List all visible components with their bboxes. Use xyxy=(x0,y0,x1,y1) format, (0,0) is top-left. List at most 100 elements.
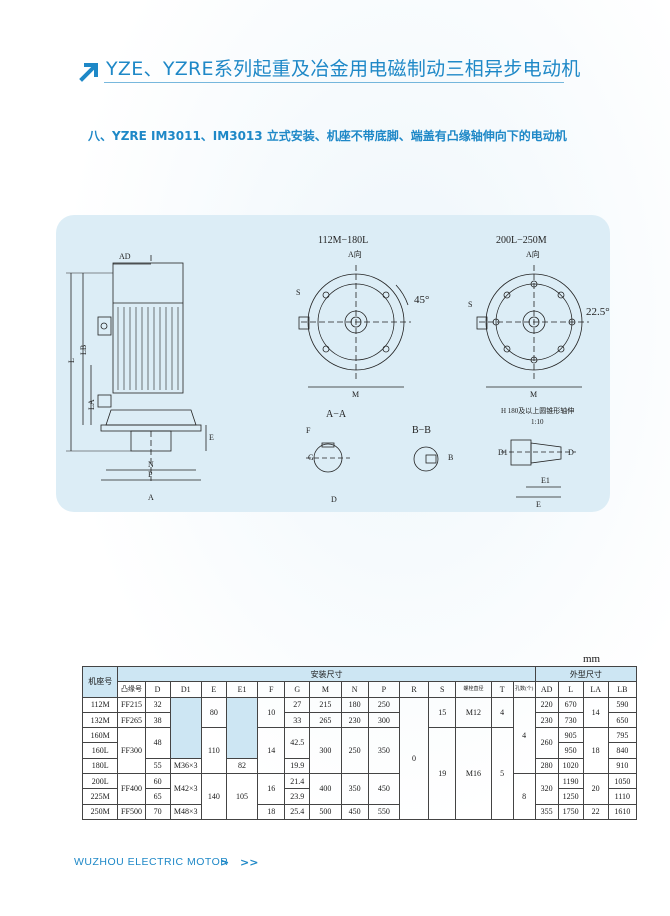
table-row: 160M FF300 48 110 14 42.5 300 250 350 19… xyxy=(81,727,638,820)
taper-ratio: 1:10 xyxy=(531,418,544,426)
table-cell: 110 xyxy=(200,727,227,775)
col-E1: E1 xyxy=(225,681,259,698)
range-label-2: 200L−250M xyxy=(496,235,547,246)
table-cell: FF500 xyxy=(117,803,146,820)
table-cell: 132M xyxy=(81,711,119,729)
col-D: D xyxy=(144,681,171,698)
angle-45: 45° xyxy=(414,294,429,306)
table-cell: 650 xyxy=(607,711,638,729)
table-cell: 220 xyxy=(534,696,559,713)
table-cell: 670 xyxy=(557,696,584,713)
col-G: G xyxy=(284,681,311,698)
angle-22-5: 22.5° xyxy=(586,306,610,318)
table-cell: 400 xyxy=(309,773,342,805)
table-cell: 300 xyxy=(367,711,400,729)
table-cell: M12 xyxy=(455,696,492,729)
dim-A: A xyxy=(148,493,154,502)
dim-M-1: M xyxy=(352,390,359,399)
table-cell: 950 xyxy=(557,742,584,759)
table-cell: 4 xyxy=(512,696,536,775)
table-cell: M42×3 xyxy=(169,773,202,805)
unit-label: mm xyxy=(583,653,601,665)
table-cell: 14 xyxy=(582,696,609,729)
table-cell: 230 xyxy=(340,711,369,729)
table-cell: FF300 xyxy=(117,727,146,775)
col-N: N xyxy=(340,681,369,698)
col-install: 安装尺寸 xyxy=(117,665,536,683)
chevron-right-icon: > xyxy=(220,856,230,869)
col-frame: 机座号 xyxy=(81,666,119,698)
table-cell: 910 xyxy=(607,757,638,775)
table-row: 132M FF265 38 33 265 230 300 230 730 650 xyxy=(81,711,638,729)
table-cell: M36×3 xyxy=(169,757,202,775)
table-cell: 250 xyxy=(367,696,400,713)
table-row: 160L 950 840 xyxy=(81,742,638,759)
table-row: 250M FF500 70 M48×3 18 25.4 500 450 550 … xyxy=(81,803,638,820)
table-cell: 48 xyxy=(144,727,171,759)
col-M: M xyxy=(309,681,342,698)
a-direction-2: A向 xyxy=(526,249,540,259)
table-cell: FF400 xyxy=(117,773,146,805)
dim-S-2: S xyxy=(468,300,472,309)
table-cell: 350 xyxy=(367,727,400,775)
footer-brand: WUZHOU ELECTRIC MOTOR xyxy=(74,856,229,868)
conical-shaft-view xyxy=(501,439,576,498)
table-cell: 112M xyxy=(81,696,119,713)
col-F: F xyxy=(257,681,286,698)
dim-D1: D1 xyxy=(498,448,508,457)
table-cell: 21.4 xyxy=(284,773,311,790)
table-cell: 22 xyxy=(582,803,609,820)
col-LB: LB xyxy=(607,681,638,698)
table-cell: 590 xyxy=(607,696,638,713)
table-cell: 230 xyxy=(534,711,559,729)
table-cell: 0 xyxy=(398,696,430,820)
table-cell: 160L xyxy=(81,742,119,759)
table-cell: 280 xyxy=(534,757,559,775)
table-cell: 550 xyxy=(367,803,400,820)
table-cell: 70 xyxy=(144,803,171,820)
table-cell: 350 xyxy=(340,773,369,805)
section-heading: 八、YZRE IM3011、IM3013 立式安装、机座不带底脚、端盖有凸缘轴伸… xyxy=(88,129,567,143)
dim-LA: LA xyxy=(87,399,96,410)
col-T: T xyxy=(490,681,514,698)
end-view-2 xyxy=(476,265,589,388)
col-D1: D1 xyxy=(169,681,202,698)
table-cell: M16 xyxy=(455,727,492,820)
table-cell: 10 xyxy=(257,696,286,729)
table-cell: 5 xyxy=(490,727,514,820)
dim-B: B xyxy=(448,453,453,462)
table-cell: 200L xyxy=(81,773,119,790)
title-rule xyxy=(104,82,564,83)
table-cell: 82 xyxy=(225,757,259,775)
table-cell: 140 xyxy=(200,773,227,820)
dim-L: L xyxy=(67,358,76,363)
section-bb: B−B xyxy=(412,425,431,436)
table-cell: 16 xyxy=(257,773,286,805)
dim-M-2: M xyxy=(530,390,537,399)
table-row: 225M 65 23.9 1250 1110 xyxy=(81,788,638,805)
table-row: 180L 55 M36×3 82 19.9 280 1020 910 xyxy=(81,757,638,775)
table-cell: 265 xyxy=(309,711,342,729)
table-cell: 1250 xyxy=(557,788,584,805)
dim-G: G xyxy=(308,453,314,462)
table-cell: 450 xyxy=(340,803,369,820)
table-cell: 18 xyxy=(257,803,286,820)
table-cell: 300 xyxy=(309,727,342,775)
table-cell: 15 xyxy=(428,696,457,729)
table-cell: 1750 xyxy=(557,803,584,820)
table-cell: 260 xyxy=(534,727,559,759)
table-row: 112M FF215 32 80 10 27 215 180 250 0 15 … xyxy=(81,696,638,820)
motor-side-view xyxy=(66,255,207,481)
table-cell: 1050 xyxy=(607,773,638,790)
col-S: S xyxy=(428,681,457,698)
table-cell: 105 xyxy=(225,773,259,820)
table-cell: 19.9 xyxy=(284,757,311,775)
table-cell: 19 xyxy=(428,727,457,820)
dim-E: E xyxy=(209,433,214,442)
table-cell-empty xyxy=(169,696,202,759)
double-chevron-right-icon: >> xyxy=(240,856,259,869)
dim-S-1: S xyxy=(296,288,300,297)
table-cell: 33 xyxy=(284,711,311,729)
table-cell: 730 xyxy=(557,711,584,729)
table-cell: 355 xyxy=(534,803,559,820)
